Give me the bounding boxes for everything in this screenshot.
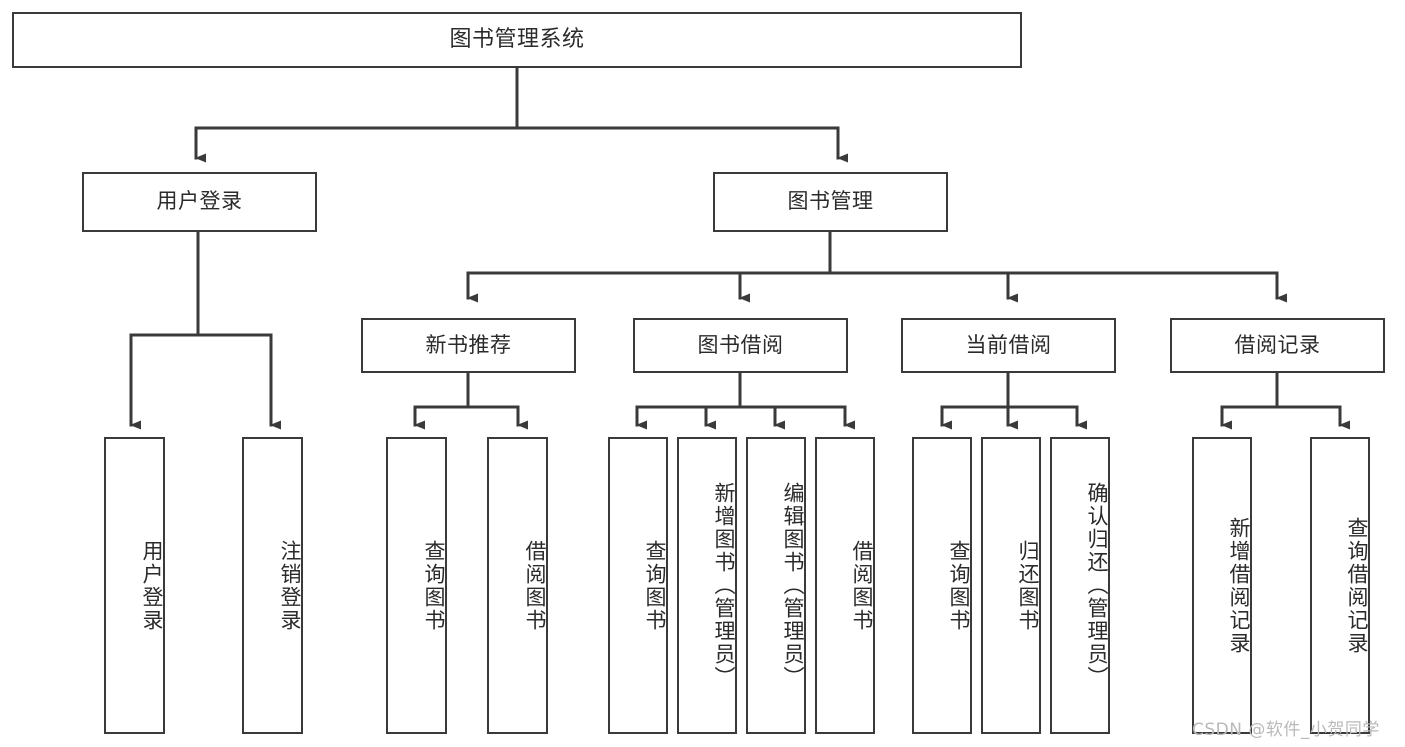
leaf-borrow-edit-book-label: 编辑图书（管理员）	[781, 482, 805, 689]
leaf-borrow-query-book-label: 查询图书	[643, 539, 667, 632]
node-new-book-recommend[interactable]: 新书推荐	[361, 318, 576, 373]
leaf-logout[interactable]: 注销登录	[242, 437, 303, 734]
leaf-rec-borrow-book[interactable]: 借阅图书	[487, 437, 548, 734]
leaf-cur-return-book[interactable]: 归还图书	[981, 437, 1041, 734]
node-user-login[interactable]: 用户登录	[82, 172, 317, 232]
node-root-system[interactable]: 图书管理系统	[12, 12, 1022, 68]
leaf-borrow-borrow-book-label: 借阅图书	[850, 539, 874, 632]
leaf-borrow-borrow-book[interactable]: 借阅图书	[815, 437, 875, 734]
leaf-rec-borrow-book-label: 借阅图书	[523, 539, 547, 632]
node-book-borrow[interactable]: 图书借阅	[633, 318, 848, 373]
leaf-rec-add-record-label: 新增借阅记录	[1227, 516, 1251, 655]
leaf-borrow-add-book[interactable]: 新增图书（管理员）	[677, 437, 737, 734]
leaf-cur-confirm-return-label: 确认归还（管理员）	[1085, 482, 1109, 689]
leaf-borrow-edit-book[interactable]: 编辑图书（管理员）	[746, 437, 806, 734]
node-book-manage[interactable]: 图书管理	[713, 172, 948, 232]
leaf-cur-confirm-return[interactable]: 确认归还（管理员）	[1050, 437, 1110, 734]
leaf-cur-query-book-label: 查询图书	[947, 539, 971, 632]
leaf-rec-query-record-label: 查询借阅记录	[1345, 516, 1369, 655]
watermark-text: CSDN @软件_小贺同学	[1192, 720, 1380, 740]
leaf-logout-label: 注销登录	[278, 539, 302, 632]
leaf-rec-add-record[interactable]: 新增借阅记录	[1192, 437, 1252, 734]
leaf-rec-query-book-label: 查询图书	[422, 539, 446, 632]
leaf-user-login-label: 用户登录	[140, 539, 164, 632]
node-borrow-record[interactable]: 借阅记录	[1170, 318, 1385, 373]
leaf-borrow-add-book-label: 新增图书（管理员）	[712, 482, 736, 689]
leaf-cur-return-book-label: 归还图书	[1016, 539, 1040, 632]
leaf-rec-query-record[interactable]: 查询借阅记录	[1310, 437, 1370, 734]
leaf-borrow-query-book[interactable]: 查询图书	[608, 437, 668, 734]
leaf-user-login[interactable]: 用户登录	[104, 437, 165, 734]
leaf-cur-query-book[interactable]: 查询图书	[912, 437, 972, 734]
node-current-borrow[interactable]: 当前借阅	[901, 318, 1116, 373]
leaf-rec-query-book[interactable]: 查询图书	[386, 437, 447, 734]
